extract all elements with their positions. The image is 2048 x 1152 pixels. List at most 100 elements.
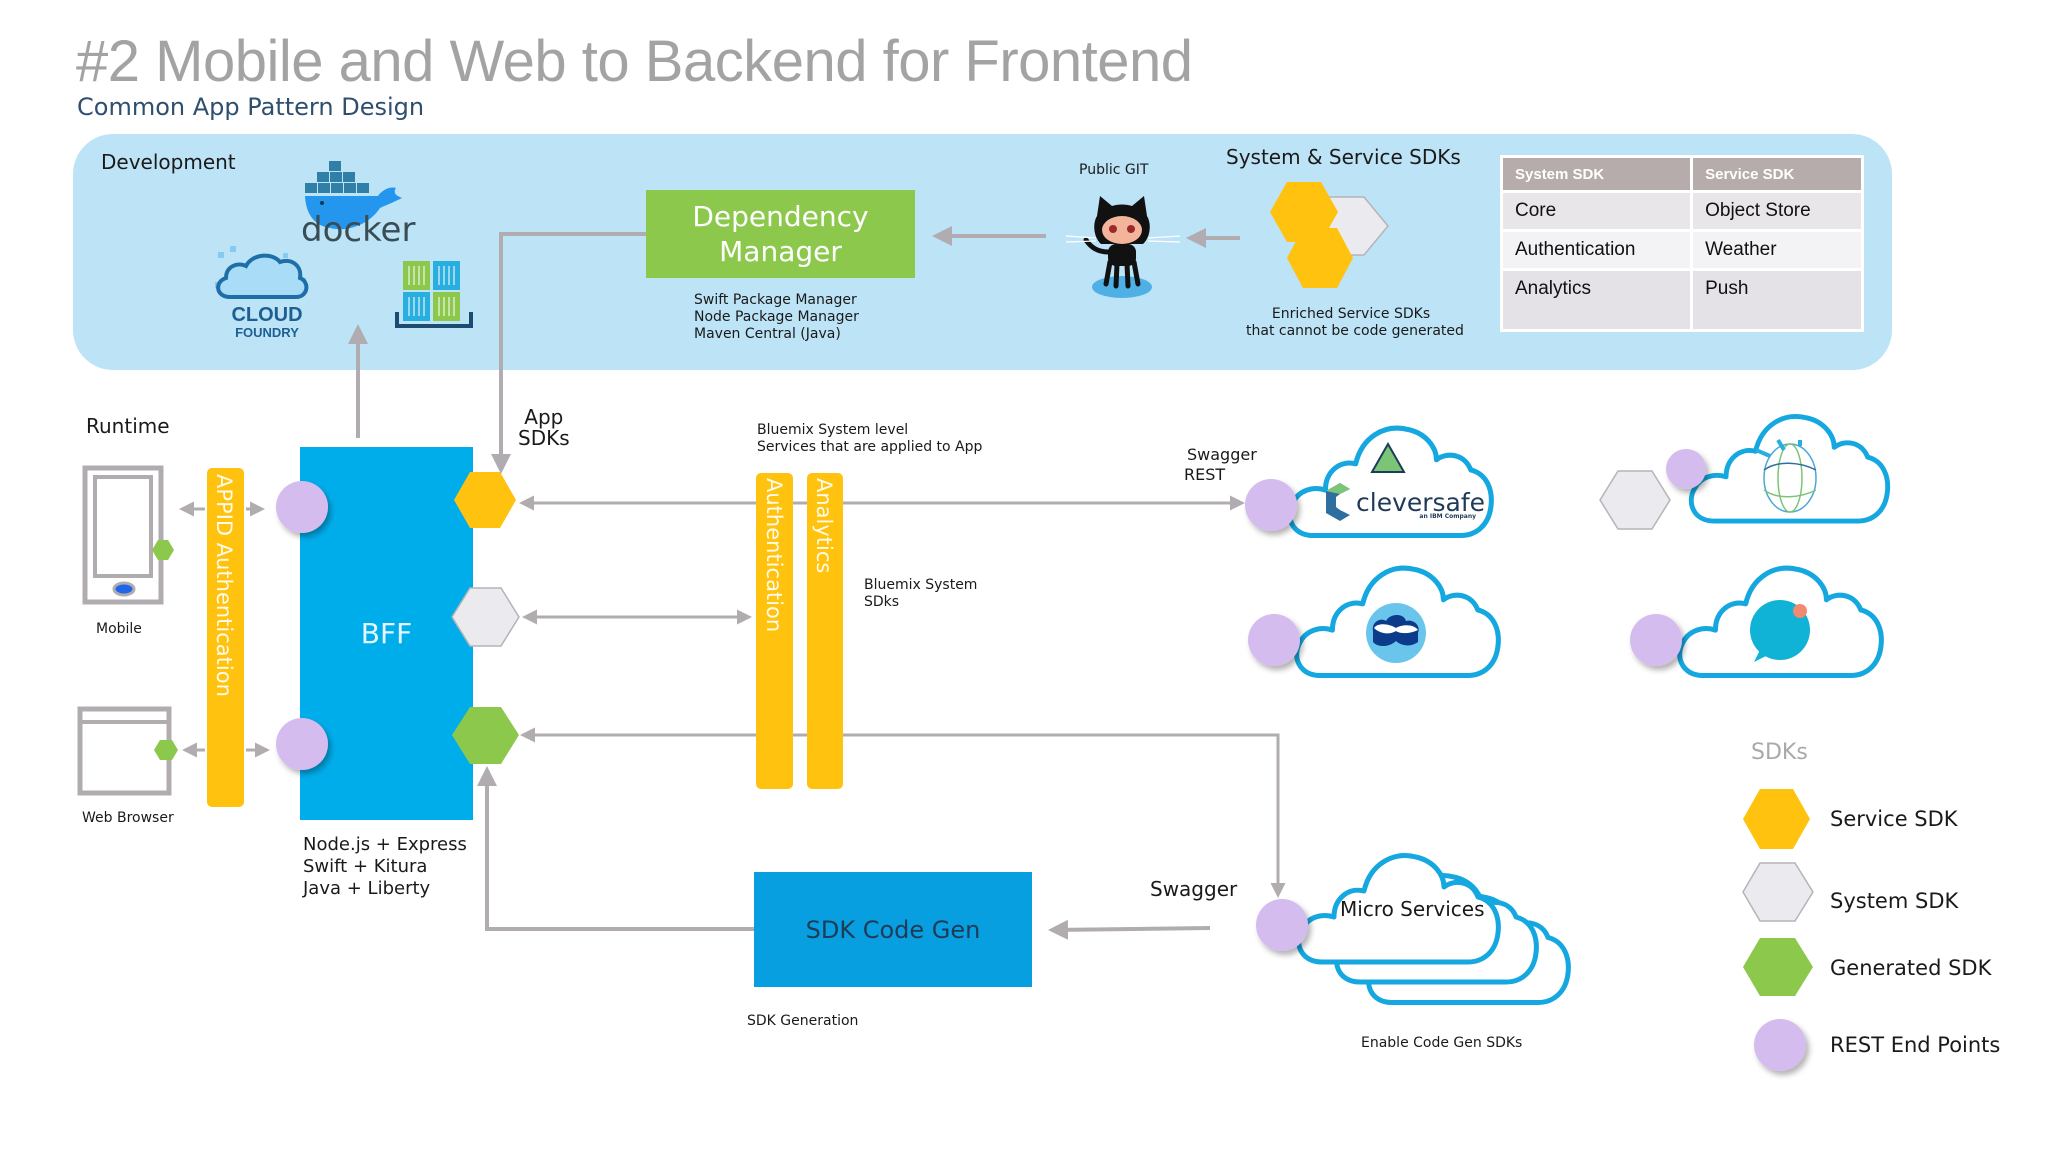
- bluemix-system-level-line: Services that are applied to App: [757, 439, 983, 456]
- dependency-note: Node Package Manager: [694, 309, 859, 326]
- rest-endpoint-web[interactable]: [276, 718, 328, 770]
- bluemix-system-level-label: Bluemix System level Services that are a…: [757, 422, 982, 456]
- app-system-sdk-hex[interactable]: [451, 587, 520, 647]
- bff-tech-stack: Node.js + Express Swift + Kitura Java + …: [303, 834, 467, 900]
- sdk-table-cell: Core: [1503, 193, 1691, 229]
- development-section-label: Development: [101, 150, 236, 174]
- bluemix-system-sdks-label: Bluemix System SDks: [864, 577, 977, 611]
- service-sdk-hex-icon: [1270, 182, 1338, 242]
- legend-label-system-sdk: System SDK: [1830, 889, 1959, 913]
- mobile-label: Mobile: [96, 621, 142, 637]
- arrow-dependency-to-app-sdks: [491, 232, 646, 474]
- arrow-codegen-to-generated-sdk: [477, 766, 754, 931]
- authentication-bar-label: Authentication: [762, 478, 786, 633]
- push-notifications-icon: [1750, 600, 1810, 662]
- dependency-note: Maven Central (Java): [694, 326, 841, 343]
- sdk-table-cell: Authentication: [1503, 232, 1691, 268]
- mobile-device-icon[interactable]: [82, 465, 164, 605]
- watson-system-sdk-hex[interactable]: [1599, 470, 1671, 530]
- object-storage-icon: [1366, 603, 1426, 663]
- system-service-sdks-heading: System & Service SDKs: [1226, 145, 1461, 169]
- page-subtitle: Common App Pattern Design: [77, 93, 425, 121]
- analytics-bar[interactable]: [807, 473, 843, 789]
- watson-analytics-icon: [1755, 438, 1817, 513]
- dependency-manager-title-line2: Manager: [719, 235, 842, 268]
- bff-stack-line: Node.js + Express: [303, 834, 467, 855]
- app-service-sdk-hex[interactable]: [454, 472, 516, 528]
- page-title: #2 Mobile and Web to Backend for Fronten…: [76, 29, 1193, 94]
- cleversafe-logo-text: cleversafe: [1356, 488, 1485, 517]
- swagger-label: Swagger: [1150, 877, 1238, 901]
- github-octocat-icon: [1065, 196, 1181, 298]
- cleversafe-tagline: an IBM Company: [1419, 513, 1476, 520]
- analytics-bar-label: Analytics: [812, 478, 836, 574]
- sdk-generation-note: SDK Generation: [747, 1013, 859, 1029]
- rest-endpoint-object-storage[interactable]: [1248, 614, 1300, 666]
- swagger-rest-label: Swagger REST: [1184, 445, 1257, 484]
- legend-label-rest-endpoints: REST End Points: [1830, 1033, 2001, 1057]
- legend-label-generated-sdk: Generated SDK: [1830, 956, 1992, 980]
- rest-endpoint-watson[interactable]: [1666, 449, 1706, 489]
- legend-rest-endpoint-circle: [1754, 1019, 1806, 1071]
- cleversafe-logo-icon: [1326, 441, 1406, 521]
- dependency-manager-title-line1: Dependency: [692, 200, 869, 233]
- rest-endpoint-cleversafe[interactable]: [1245, 479, 1297, 531]
- bluemix-system-sdks-line: SDks: [864, 594, 900, 611]
- rest-endpoint-mobile[interactable]: [276, 481, 328, 533]
- development-panel: [73, 134, 1892, 370]
- rest-endpoint-micro-services[interactable]: [1256, 899, 1308, 951]
- authentication-bar[interactable]: [756, 473, 793, 789]
- service-sdk-hex-icon: [1287, 228, 1353, 288]
- sdk-table-row: Analytics Push: [1503, 271, 1861, 329]
- sdk-table-cell: Analytics: [1503, 271, 1691, 329]
- generated-sdk-hex-icon: [154, 740, 178, 760]
- public-git-label: Public GIT: [1079, 162, 1149, 178]
- legend-label-service-sdk: Service SDK: [1830, 807, 1958, 831]
- app-generated-sdk-hex[interactable]: [452, 707, 519, 764]
- bff-box[interactable]: [300, 447, 473, 820]
- sdk-table-header-system: System SDK: [1503, 158, 1691, 190]
- sdk-table-row: Authentication Weather: [1503, 232, 1861, 268]
- cloud-foundry-logo-line1: CLOUD: [231, 304, 302, 326]
- sdk-table-cell: Push: [1693, 271, 1861, 329]
- sdk-table-cell: Object Store: [1693, 193, 1861, 229]
- generated-sdk-hex-icon: [152, 540, 174, 560]
- container-registry-icon: [395, 261, 473, 328]
- arrow-swagger-to-codegen: [1048, 919, 1211, 940]
- legend-service-sdk-hex: [1743, 789, 1810, 849]
- enriched-note-line: that cannot be code generated: [1246, 323, 1464, 340]
- bff-stack-line: Swift + Kitura: [303, 855, 428, 877]
- app-sdks-label: App SDKs: [518, 407, 570, 449]
- sdk-table-header-service: Service SDK: [1693, 158, 1861, 190]
- appid-authentication-label: APPID Authentication: [212, 474, 236, 697]
- dependency-manager-box[interactable]: [646, 190, 915, 278]
- cloud-foundry-logo-icon: [215, 246, 309, 299]
- docker-logo-icon: [305, 161, 402, 230]
- arrow-micro-to-generated-sdk: [520, 727, 1286, 898]
- appid-authentication-bar[interactable]: [207, 468, 244, 807]
- micro-services-note: Enable Code Gen SDKs: [1361, 1035, 1523, 1051]
- sdk-table-row: Core Object Store: [1503, 193, 1861, 229]
- enriched-note-line: Enriched Service SDKs: [1271, 306, 1431, 322]
- dependency-manager-label: Dependency Manager: [646, 190, 915, 278]
- rest-endpoint-push[interactable]: [1630, 614, 1682, 666]
- sdk-table: System SDK Service SDK Core Object Store…: [1500, 155, 1864, 332]
- dependency-manager-notes: Swift Package Manager Node Package Manag…: [694, 292, 859, 343]
- docker-logo-text: docker: [301, 210, 416, 250]
- micro-services-label: Micro Services: [1340, 897, 1485, 921]
- cloud-foundry-logo-line2: FOUNDRY: [235, 325, 299, 340]
- bff-stack-line: Java + Liberty: [303, 877, 431, 899]
- app-sdks-line: SDKs: [518, 426, 570, 450]
- legend-title: SDKs: [1751, 740, 1808, 765]
- watson-analytics-cloud[interactable]: [1691, 416, 1887, 521]
- legend-generated-sdk-hex: [1743, 938, 1813, 996]
- enriched-sdks-note: Enriched Service SDKs that cannot be cod…: [1246, 306, 1464, 340]
- legend-system-sdk-hex: [1742, 862, 1814, 922]
- bluemix-system-level-line: Bluemix System level: [757, 422, 909, 438]
- dependency-note: Swift Package Manager: [694, 292, 857, 308]
- bff-label: BFF: [360, 617, 413, 650]
- sdk-code-gen-label: SDK Code Gen: [805, 915, 981, 944]
- bluemix-system-sdks-line: Bluemix System: [864, 577, 978, 593]
- sdk-code-gen-box[interactable]: [754, 872, 1032, 987]
